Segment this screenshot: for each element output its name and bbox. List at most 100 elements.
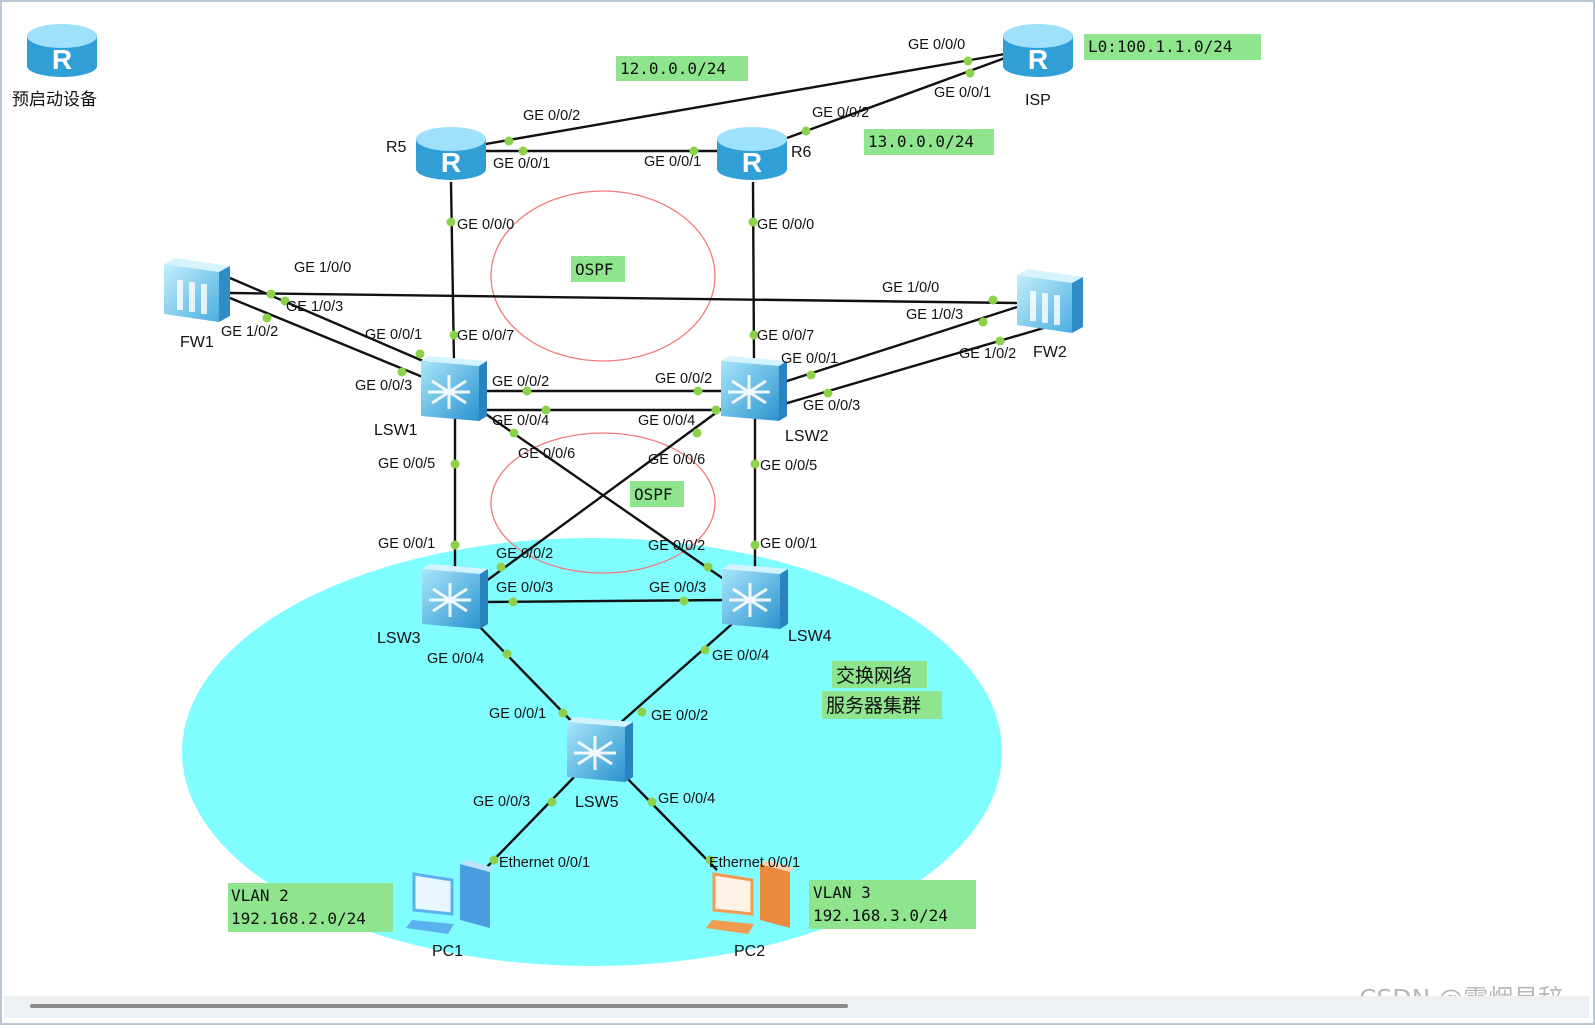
vlan3-label-line2: 192.168.3.0/24 [813,906,948,925]
port-dots [262,56,1005,865]
switch-lsw2-icon[interactable] [721,356,787,421]
pc2-computer-icon[interactable] [706,860,794,934]
port-label-lsw2-ge005: GE 0/0/5 [760,458,817,474]
loopback-label: L0:100.1.1.0/24 [1088,37,1233,56]
port-label-r5-ge000: GE 0/0/0 [457,217,514,233]
vlan2-label-bg [228,883,393,932]
port-label-lsw1-ge003: GE 0/0/3 [355,378,412,394]
port-label-lsw3-ge003: GE 0/0/3 [496,580,553,596]
vlan3-label-bg [809,880,976,929]
svg-text:R: R [1028,44,1048,75]
port-label-lsw2-ge007: GE 0/0/7 [757,328,814,344]
port-label-fw1-ge102: GE 1/0/2 [221,324,278,340]
ospf-top-label-bg [571,256,625,282]
lsw1-device-label: LSW1 [374,422,418,439]
port-label-lsw1-ge007: GE 0/0/7 [457,328,514,344]
zone-label-line1-bg [832,661,927,688]
port-label-pc1-eth: Ethernet 0/0/1 [499,855,590,871]
port-label-r5-ge002: GE 0/0/2 [523,108,580,124]
port-label-lsw5-ge001: GE 0/0/1 [489,706,546,722]
zone-label-line1: 交换网络 [836,665,912,687]
port-label-fw2-ge103: GE 1/0/3 [906,307,963,323]
port-label-fw2-ge100: GE 1/0/0 [882,280,939,296]
port-label-lsw1-ge004: GE 0/0/4 [492,413,549,429]
net12-label: 12.0.0.0/24 [620,59,726,78]
port-label-lsw3-ge004: GE 0/0/4 [427,651,484,667]
link-fw1-lsw1-b [229,296,431,382]
firewall-fw1-icon[interactable] [164,258,230,322]
net13-label-bg [864,129,994,155]
router-r6-icon[interactable]: R [717,127,787,180]
link-lsw5-pc1 [483,772,579,871]
zone-label-line2-bg [822,691,942,719]
port-label-fw1-ge103: GE 1/0/3 [286,299,343,315]
port-label-fw1-ge100: GE 1/0/0 [294,260,351,276]
port-label-lsw1-ge006: GE 0/0/6 [518,446,575,462]
port-label-lsw2-ge004: GE 0/0/4 [638,413,695,429]
port-label-lsw2-ge006: GE 0/0/6 [648,452,705,468]
port-label-fw2-ge102: GE 1/0/2 [959,346,1016,362]
link-lsw2-lsw3 [477,403,729,588]
link-fw1-fw2 [229,291,1018,305]
isp-device-label: ISP [1025,92,1051,109]
ospf-area-top-circle [490,190,716,362]
ospf-area-bottom-circle [490,432,716,574]
port-label-lsw2-ge001: GE 0/0/1 [781,351,838,367]
lsw5-device-label: LSW5 [575,794,619,811]
port-label-isp-ge000: GE 0/0/0 [908,37,965,53]
svg-text:R: R [441,147,461,178]
pc2-device-label: PC2 [734,943,765,960]
horizontal-scrollbar[interactable] [4,996,1589,1018]
port-label-lsw3-ge001: GE 0/0/1 [378,536,435,552]
port-label-r5-ge001: GE 0/0/1 [493,156,550,172]
router-r5-icon[interactable]: R [416,127,486,180]
pc1-computer-icon[interactable] [406,860,494,934]
port-label-lsw4-ge002: GE 0/0/2 [648,538,705,554]
port-label-lsw2-ge003: GE 0/0/3 [803,398,860,414]
link-lsw5-pc2 [621,772,718,871]
router-isp-icon[interactable]: R [1003,24,1073,77]
r6-device-label: R6 [791,144,812,161]
lsw4-device-label: LSW4 [788,628,832,645]
scrollbar-thumb[interactable] [30,1004,848,1008]
port-label-lsw4-ge003: GE 0/0/3 [649,580,706,596]
fw2-device-label: FW2 [1033,344,1067,361]
r5-device-label: R5 [386,139,407,156]
vlan3-label-line1: VLAN 3 [813,883,871,902]
port-label-r6-ge000: GE 0/0/0 [757,217,814,233]
switch-lsw5-icon[interactable] [567,717,633,782]
vlan2-label-line1: VLAN 2 [231,886,289,905]
preboot-router-icon[interactable]: R [27,24,97,77]
port-label-lsw5-ge003: GE 0/0/3 [473,794,530,810]
loopback-label-bg [1084,34,1261,60]
switch-lsw3-icon[interactable] [422,564,488,629]
switch-lsw1-icon[interactable] [421,356,487,421]
port-label-lsw5-ge004: GE 0/0/4 [658,791,715,807]
port-label-lsw3-ge002: GE 0/0/2 [496,546,553,562]
link-r5-isp [479,52,1006,147]
port-label-isp-ge001: GE 0/0/1 [934,85,991,101]
link-lsw4-lsw5 [609,623,733,733]
port-label-lsw2-ge002: GE 0/0/2 [655,371,712,387]
port-label-pc2-eth: Ethernet 0/0/1 [709,855,800,871]
port-label-lsw1-ge002: GE 0/0/2 [492,374,549,390]
net13-label: 13.0.0.0/24 [868,132,974,151]
link-fw2-lsw2-a [783,305,1018,384]
port-label-r6-ge002: GE 0/0/2 [812,105,869,121]
fw1-device-label: FW1 [180,334,214,351]
firewall-fw2-icon[interactable] [1017,269,1083,333]
zone-label-line2: 服务器集群 [826,695,921,717]
ospf-top-label: OSPF [575,260,614,279]
vlan2-label-line2: 192.168.2.0/24 [231,909,366,928]
port-label-lsw5-ge002: GE 0/0/2 [651,708,708,724]
lsw2-device-label: LSW2 [785,428,829,445]
port-labels: GE 0/0/0 GE 0/0/1 GE 0/0/2 GE 0/0/1 GE 0… [221,37,1016,871]
net12-label-bg [616,56,748,81]
preboot-device-label: 预启动设备 [12,90,97,110]
switch-lsw4-icon[interactable] [722,564,788,629]
ospf-bottom-label: OSPF [634,485,673,504]
svg-text:R: R [52,44,72,75]
pc1-device-label: PC1 [432,943,463,960]
